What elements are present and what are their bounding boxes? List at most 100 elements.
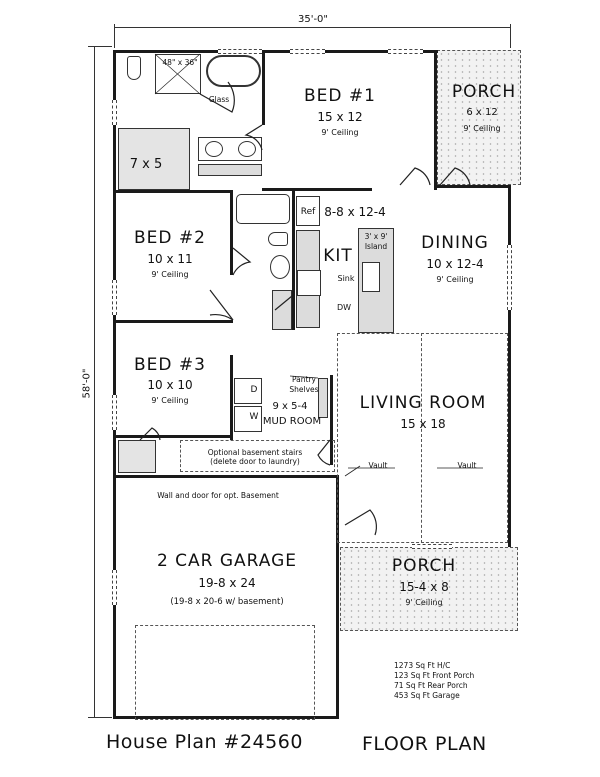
basement-stairs-outline	[180, 440, 335, 472]
bed1-name: BED #1	[304, 86, 376, 106]
front-porch-size: 15-4 x 8	[399, 580, 449, 594]
shower-size-label: 48" x 36"	[162, 58, 198, 67]
exterior-wall-garage-right	[336, 547, 339, 718]
island-size-label: 3' x 9'	[364, 232, 388, 241]
basement-stairs-note-1: Optional basement stairs	[207, 448, 303, 457]
area-summary-front-porch: 123 Sq Ft Front Porch	[394, 671, 475, 680]
garage-name: 2 CAR GARAGE	[156, 551, 298, 571]
depth-dimension-tick-bottom	[88, 717, 112, 718]
front-porch-area	[340, 547, 518, 631]
bed3-ceiling: 9' Ceiling	[151, 396, 189, 405]
exterior-wall-left	[113, 50, 116, 718]
basement-stairs-note-2: (delete door to laundry)	[210, 457, 300, 466]
vault-left-label: Vault	[368, 461, 388, 470]
bed1-size: 15 x 12	[317, 110, 363, 124]
bath-bottom-wall	[113, 190, 233, 193]
dw-label: DW	[336, 303, 352, 312]
bed2-size: 10 x 11	[147, 252, 193, 266]
closet-size-label: 7 x 5	[129, 157, 163, 172]
dryer	[234, 378, 262, 404]
living-room-name: LIVING ROOM	[359, 393, 487, 413]
dining-name: DINING	[421, 233, 489, 253]
bed1-bottom-wall	[262, 188, 372, 191]
garage-size: 19-8 x 24	[198, 576, 256, 590]
bed2-right-wall	[230, 190, 233, 275]
window-left-1	[112, 100, 117, 125]
mudroom-right-wall	[330, 375, 333, 465]
garage-door-outline	[135, 625, 315, 720]
width-dimension-line	[114, 27, 511, 28]
glass-note-label: Glass	[208, 95, 230, 104]
shelves-label: Shelves	[289, 385, 319, 394]
width-dimension-tick-left	[114, 24, 115, 48]
living-vault-outline	[337, 333, 508, 543]
window-bed1-right	[388, 49, 423, 54]
kitchen-name: KIT	[323, 246, 353, 266]
rear-porch-name: PORCH	[451, 82, 517, 102]
window-living-front	[412, 544, 452, 549]
pantry-label: Pantry	[292, 375, 316, 384]
window-dining	[507, 245, 512, 310]
bed3-bottom-wall	[113, 435, 233, 438]
dining-size: 10 x 12-4	[426, 257, 484, 271]
toilet-hall	[268, 232, 288, 246]
sink-master-right	[238, 141, 256, 157]
mudroom-name: MUD ROOM	[262, 416, 322, 427]
depth-dimension-tick-top	[88, 46, 112, 47]
bed2-bed3-wall	[113, 320, 233, 323]
sink-master-left	[205, 141, 223, 157]
window-bed1-left	[290, 49, 325, 54]
area-summary: 1273 Sq Ft H/C 123 Sq Ft Front Porch 71 …	[394, 661, 474, 701]
area-summary-hc: 1273 Sq Ft H/C	[394, 661, 451, 670]
width-dimension-tick-right	[510, 24, 511, 48]
exterior-wall-top	[113, 50, 438, 53]
bed1-ceiling: 9' Ceiling	[321, 128, 359, 137]
garage-alt-size: (19-8 x 20-6 w/ basement)	[170, 597, 284, 607]
bed3-right-wall	[230, 355, 233, 440]
rear-porch-size: 6 x 12	[466, 107, 498, 118]
front-porch-ceiling: 9' Ceiling	[405, 598, 443, 607]
hall-bath-right-wall	[292, 190, 295, 330]
washer-label: W	[249, 412, 259, 422]
bed3-name: BED #3	[134, 355, 206, 375]
island-label: Island	[364, 242, 388, 251]
sink-hall	[270, 255, 290, 279]
rear-porch-bottom-wall	[434, 185, 511, 188]
bed2-name: BED #2	[134, 228, 206, 248]
dryer-label: D	[250, 385, 258, 395]
area-summary-rear-porch: 71 Sq Ft Rear Porch	[394, 681, 468, 690]
sink-label: Sink	[337, 274, 355, 283]
bed2-ceiling: 9' Ceiling	[151, 270, 189, 279]
window-bath	[218, 49, 262, 54]
plan-number-title: House Plan #24560	[106, 731, 303, 753]
bed3-size: 10 x 10	[147, 378, 193, 392]
rear-porch-area	[437, 50, 521, 185]
bathtub-hall	[236, 194, 290, 224]
window-left-bed2	[112, 280, 117, 315]
plan-type-title: FLOOR PLAN	[362, 733, 487, 755]
exterior-wall-bottom	[113, 716, 339, 719]
exterior-wall-right-upper	[508, 185, 511, 547]
garage-top-wall	[113, 475, 338, 478]
freestanding-tub	[206, 55, 261, 87]
living-vault-centerline	[421, 333, 422, 543]
depth-dimension-line	[94, 46, 95, 718]
living-room-size: 15 x 18	[400, 417, 446, 431]
master-closet	[118, 128, 190, 190]
bed2-closet-shelf	[198, 164, 262, 176]
washer	[234, 406, 262, 432]
width-dimension-label: 35'-0"	[297, 14, 329, 25]
mudroom-size: 9 x 5-4	[272, 401, 308, 412]
bed3-closet	[118, 440, 156, 473]
front-porch-name: PORCH	[391, 556, 457, 576]
window-left-garage	[112, 570, 117, 605]
dining-ceiling: 9' Ceiling	[436, 275, 474, 284]
basement-wall-note: Wall and door for opt. Basement	[157, 491, 279, 500]
cooktop	[297, 270, 321, 296]
ref-label: Ref	[300, 207, 316, 217]
refrigerator	[296, 196, 320, 226]
toilet-master	[127, 56, 141, 80]
vault-right-label: Vault	[457, 461, 477, 470]
pantry-shelves	[318, 378, 328, 418]
